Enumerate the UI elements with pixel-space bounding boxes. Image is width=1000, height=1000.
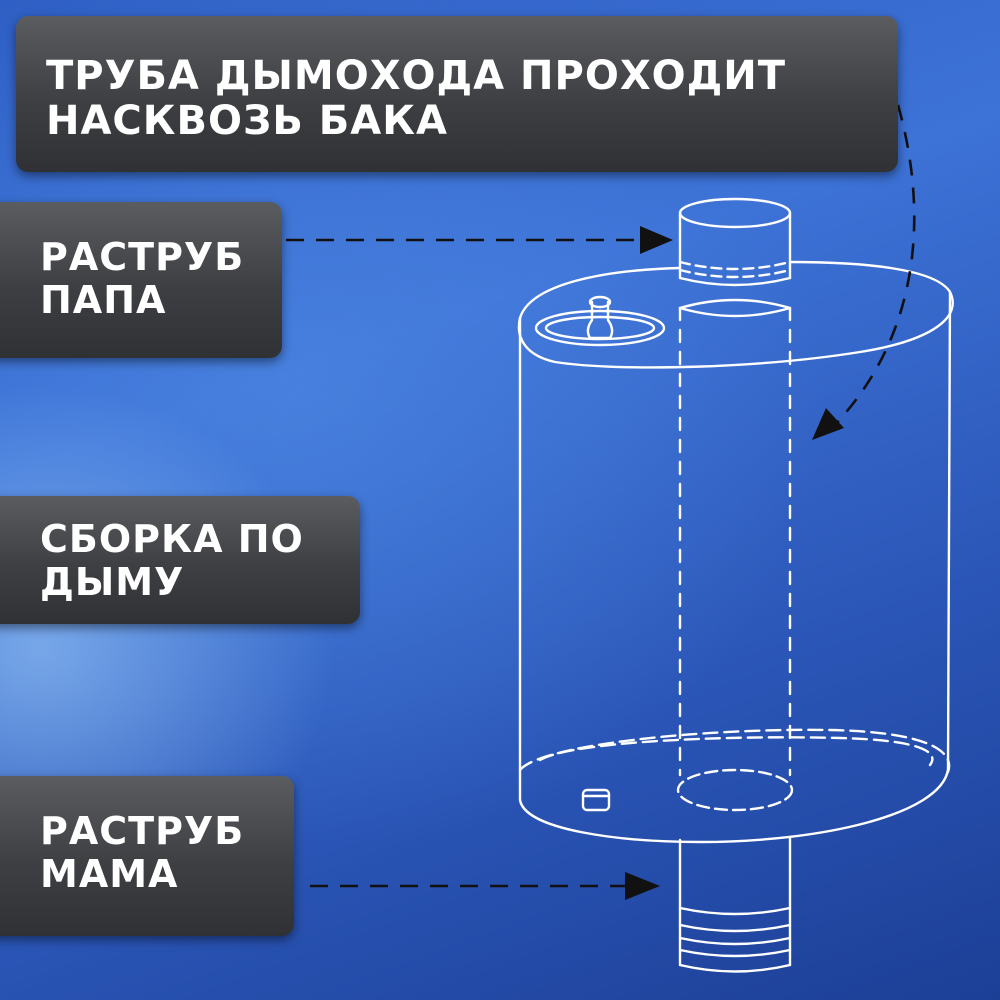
arrow-chimney [829,104,916,431]
bottom-pipe [678,836,792,973]
top-pipe [678,197,792,318]
label-line: ДЫМУ [40,559,185,604]
label-line: ПАПА [40,277,167,322]
label-line: НАСКВОЗЬ БАКА [46,98,448,145]
tank-bottom [518,728,951,844]
label-line: РАСТРУБ [40,235,245,279]
drain-tap-icon [581,788,611,812]
label-smoke-assembly: СБОРКА ПО ДЫМУ [0,496,360,624]
tank-body [518,290,952,802]
label-line: МАМА [40,851,179,896]
label-line: СБОРКА ПО [40,517,304,561]
label-line: ТРУБА ДЫМОХОДА ПРОХОДИТ [46,53,787,99]
label-chimney-through-tank: ТРУБА ДЫМОХОДА ПРОХОДИТ НАСКВОЗЬ БАКА [16,16,898,172]
label-line: РАСТРУБ [40,809,245,853]
arrow-head-male [640,226,673,254]
label-socket-male: РАСТРУБ ПАПА [0,202,282,358]
label-socket-female: РАСТРУБ МАМА [0,776,294,936]
arrow-head-female [625,872,660,900]
arrow-head-chimney [812,408,844,440]
filler-cap-icon [534,309,666,347]
tank-top [517,260,954,369]
